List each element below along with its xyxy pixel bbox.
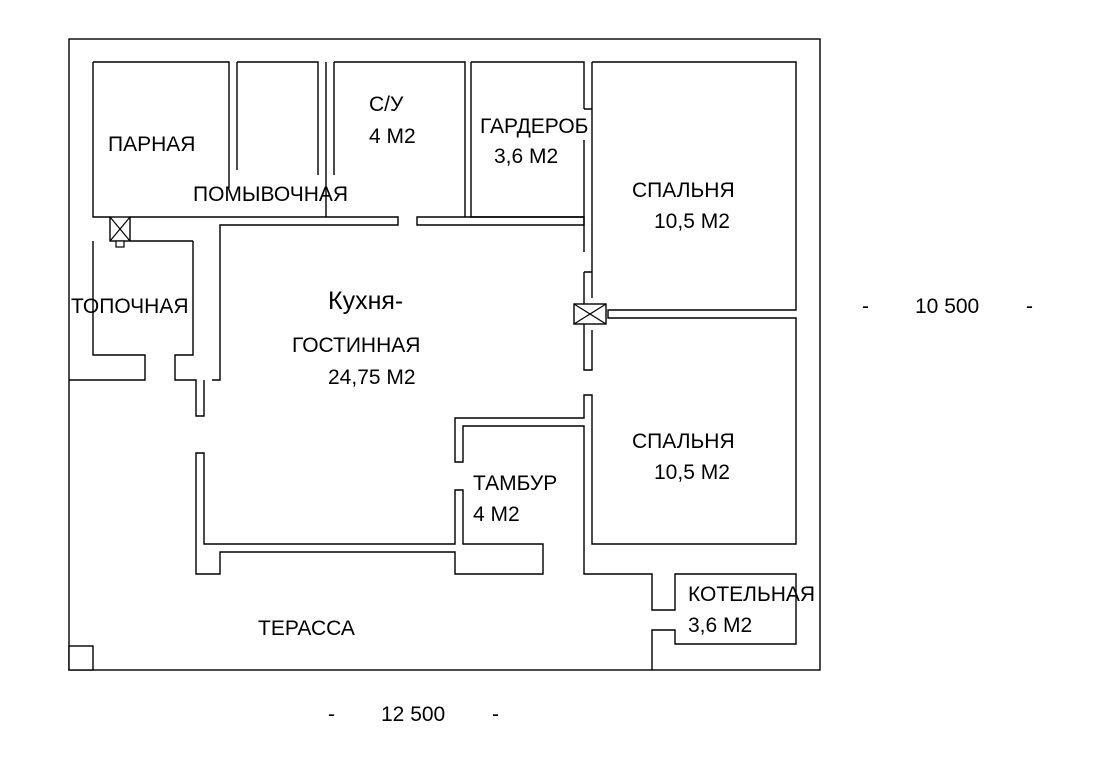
vent-box — [573, 303, 607, 325]
dim-height-dash-right: - — [1026, 295, 1033, 318]
label-su-area: 4 М2 — [369, 125, 416, 148]
label-spalnya2-name: СПАЛЬНЯ — [632, 430, 735, 453]
dim-width-dash-right: - — [492, 703, 499, 726]
label-garderob-name: ГАРДЕРОБ — [480, 115, 588, 138]
label-su-name: С/У — [369, 93, 404, 116]
wall-parnaya — [92, 61, 230, 218]
label-tambur-area: 4 М2 — [473, 503, 520, 526]
label-kotelnaya-name: КОТЕЛЬНАЯ — [688, 583, 815, 606]
wall-spalnya1 — [454, 61, 797, 670]
label-terrace: ТЕРАССА — [258, 617, 355, 640]
label-topochnaya: ТОПОЧНАЯ — [71, 295, 189, 318]
label-parnaya: ПАРНАЯ — [108, 133, 195, 156]
label-spalnya2-area: 10,5 М2 — [654, 461, 730, 484]
label-garderob-area: 3,6 М2 — [494, 145, 558, 168]
wall-pomyvochnaya — [237, 61, 327, 217]
wall-garderob — [470, 61, 585, 218]
dim-height-value: 10 500 — [915, 295, 979, 318]
terrace-corner-post — [68, 645, 94, 671]
label-kitchen-line1: Кухня- — [328, 287, 403, 315]
label-spalnya1-name: СПАЛЬНЯ — [632, 179, 735, 202]
label-kitchen-line2: ГОСТИННАЯ — [292, 334, 420, 357]
wall-topochnaya — [69, 240, 205, 417]
label-kotelnaya-area: 3,6 М2 — [688, 614, 752, 637]
chimney-box — [109, 216, 131, 248]
dim-height-dash-left: - — [862, 295, 869, 318]
label-tambur-name: ТАМБУР — [473, 472, 557, 495]
label-kitchen-area: 24,75 М2 — [328, 366, 416, 389]
dim-width-dash-left: - — [328, 703, 335, 726]
wall-su — [333, 61, 466, 217]
label-spalnya1-area: 10,5 М2 — [654, 210, 730, 233]
label-pomyvochnaya: ПОМЫВОЧНАЯ — [193, 183, 348, 206]
wall-spalnya1-left — [583, 62, 593, 371]
outer-boundary — [68, 38, 821, 671]
wall-kitchen-bottom — [195, 452, 544, 575]
dim-width-value: 12 500 — [381, 703, 445, 726]
